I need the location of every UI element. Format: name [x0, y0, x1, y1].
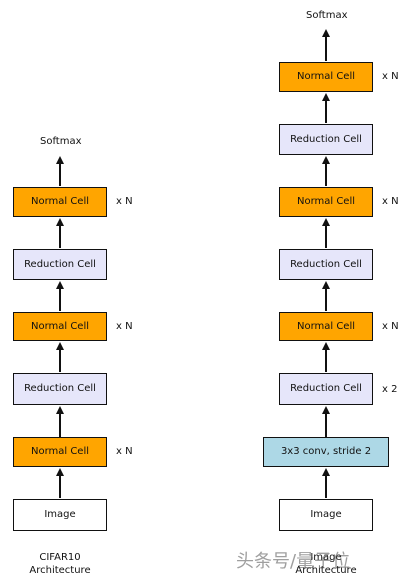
left-normal-cell-bottom-repeat: x N [116, 446, 133, 457]
right-normal-cell-upper: Normal Cell [279, 187, 373, 217]
right-normal-cell-lower-repeat: x N [382, 321, 399, 332]
right-normal-cell-top-repeat: x N [382, 71, 399, 82]
left-normal-cell-bottom: Normal Cell [13, 437, 107, 467]
left-caption-line-1: CIFAR10 [39, 552, 81, 563]
left-architecture-caption: CIFAR10 Architecture [22, 552, 98, 577]
right-architecture-caption: Image Architecture [285, 552, 367, 577]
right-conv-block: 3x3 conv, stride 2 [263, 437, 389, 467]
right-caption-line-2: Architecture [295, 564, 357, 576]
left-reduction-cell-lower: Reduction Cell [13, 373, 107, 405]
right-reduction-cell-bottom: Reduction Cell [279, 373, 373, 405]
right-reduction-cell-middle: Reduction Cell [279, 249, 373, 280]
left-softmax-label: Softmax [40, 136, 82, 147]
right-reduction-cell-bottom-repeat: x 2 [382, 384, 398, 395]
left-normal-cell-top-repeat: x N [116, 196, 133, 207]
left-normal-cell-top: Normal Cell [13, 187, 107, 217]
right-normal-cell-lower: Normal Cell [279, 312, 373, 341]
right-normal-cell-top: Normal Cell [279, 62, 373, 92]
left-reduction-cell-upper: Reduction Cell [13, 249, 107, 280]
right-caption-line-1: Image [310, 552, 342, 563]
right-image-input: Image [279, 499, 373, 531]
right-reduction-cell-top: Reduction Cell [279, 124, 373, 155]
left-caption-line-2: Architecture [29, 564, 91, 576]
right-softmax-label: Softmax [306, 10, 348, 21]
left-normal-cell-middle-repeat: x N [116, 321, 133, 332]
right-normal-cell-upper-repeat: x N [382, 196, 399, 207]
left-image-input: Image [13, 499, 107, 531]
left-normal-cell-middle: Normal Cell [13, 312, 107, 341]
